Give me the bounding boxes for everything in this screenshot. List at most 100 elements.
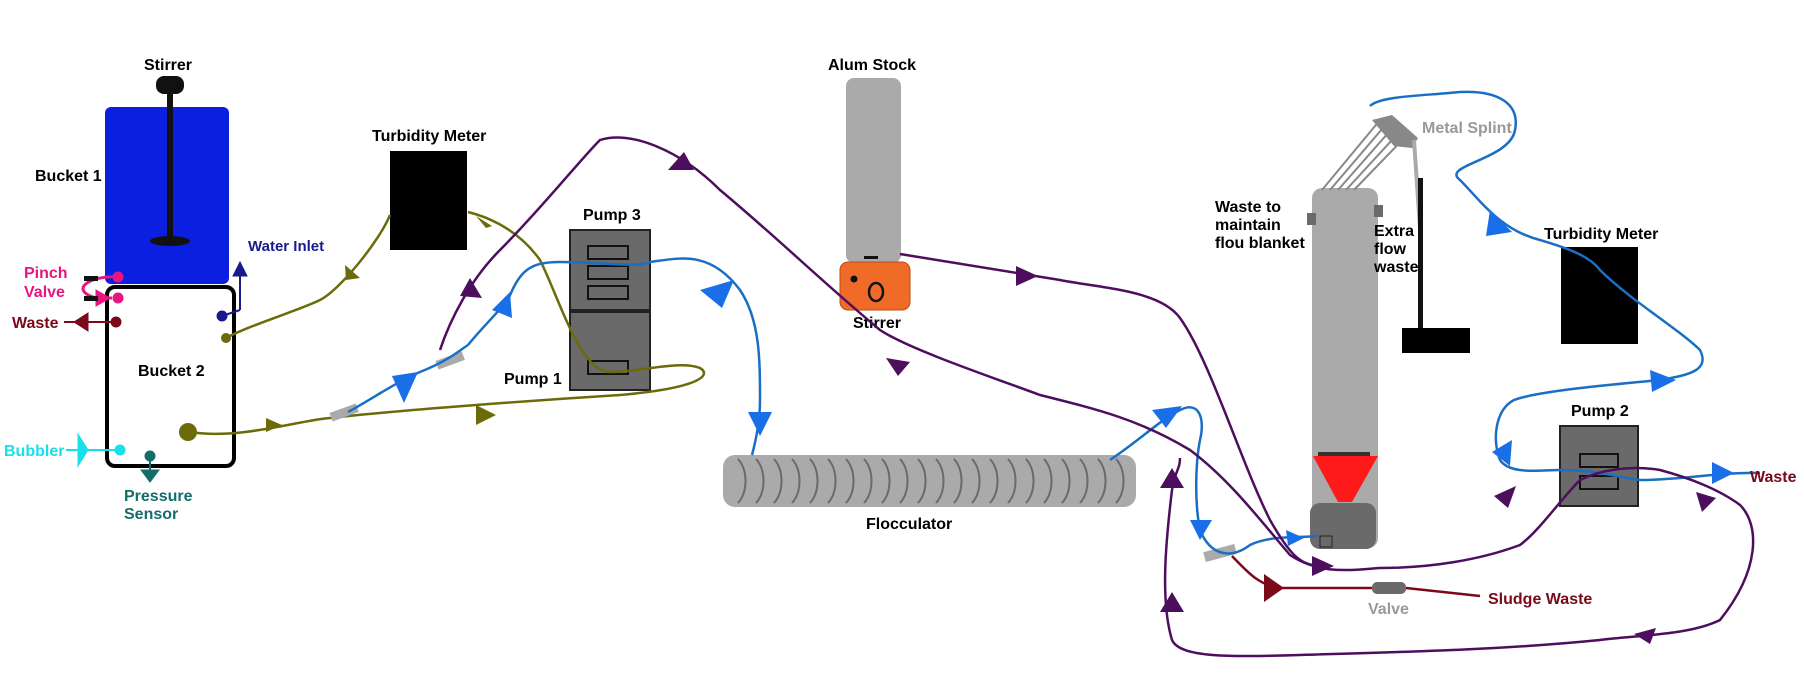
- pump-3-label: Pump 3: [583, 207, 641, 224]
- olive-node-2: [179, 423, 197, 441]
- connector-left-1: [329, 403, 359, 422]
- flocculator-rib: [737, 458, 747, 504]
- connector-left-2: [435, 351, 465, 370]
- pump-1-label: Pump 1: [504, 371, 562, 388]
- waste-left-label: Waste: [12, 315, 59, 332]
- waste-outlet-left: [64, 312, 122, 332]
- olive-arrow-2: [266, 418, 282, 432]
- sludge-waste-label: Sludge Waste: [1488, 591, 1592, 608]
- purple-arrow-2: [668, 152, 694, 170]
- pump-2: [1559, 425, 1639, 507]
- bucket-1-label: Bucket 1: [35, 168, 102, 185]
- flocculator-rib: [863, 458, 873, 504]
- metal-splint-label: Metal Splint: [1422, 120, 1512, 137]
- turbidity-meter-right-label: Turbidity Meter: [1544, 226, 1658, 243]
- blue-arrow-4: [748, 412, 772, 436]
- purple-arrow-3: [886, 358, 910, 376]
- blue-arrow-11: [1712, 462, 1734, 484]
- flocculator-rib: [1061, 458, 1071, 504]
- flocculator-rib: [899, 458, 909, 504]
- extra-flow-label-1: Extra: [1374, 223, 1414, 240]
- flocculator-rib: [1025, 458, 1035, 504]
- olive-pipes: [189, 210, 706, 436]
- pressure-sensor-label-1: Pressure: [124, 488, 193, 505]
- flocculator-rib: [1043, 458, 1053, 504]
- blue-arrow-10: [1492, 440, 1512, 466]
- blue-arrow-1: [392, 372, 418, 403]
- flocculator-rib: [971, 458, 981, 504]
- flocculator-rib: [917, 458, 927, 504]
- olive-node-1: [221, 333, 231, 343]
- blue-pipes: [347, 90, 1761, 555]
- purple-arrow-7: [1696, 492, 1716, 512]
- extra-flow-label-3: waste: [1373, 259, 1419, 276]
- bucket-2-label: Bucket 2: [138, 363, 205, 380]
- valve-label: Valve: [1368, 601, 1409, 618]
- water-inlet: [216, 260, 248, 322]
- valve-body: [1372, 582, 1406, 594]
- blue-arrow-5: [1152, 406, 1182, 428]
- alum-stock: [846, 78, 901, 263]
- purple-arrow-10: [1160, 468, 1184, 488]
- flocculator: [723, 455, 1136, 507]
- flocculator-rib: [755, 458, 765, 504]
- purple-arrow-5: [1312, 556, 1334, 576]
- pinch-valve-label-2: Valve: [24, 284, 65, 301]
- alum-stock-outlet: [864, 256, 878, 259]
- turbidity-meter-left: [390, 151, 467, 250]
- olive-arrow-3: [476, 405, 496, 425]
- flocculator-rib: [1079, 458, 1089, 504]
- flocculator-rib: [881, 458, 891, 504]
- bubbler: [66, 432, 126, 468]
- stirrer-alum-label: Stirrer: [853, 315, 901, 332]
- waste-right-label: Waste: [1750, 469, 1797, 486]
- stirrer-top-label: Stirrer: [144, 57, 192, 74]
- bucket-2: [105, 285, 236, 468]
- flocculator-rib: [1007, 458, 1017, 504]
- settling-column: [1307, 188, 1383, 549]
- purple-pipes: [438, 136, 1755, 658]
- waste-blanket-label-2: maintain: [1215, 217, 1281, 234]
- pressure-sensor-label-2: Sensor: [124, 506, 178, 523]
- pump-3: [569, 229, 651, 311]
- flocculator-label: Flocculator: [866, 516, 952, 533]
- extra-flow-waste-stand: [1402, 178, 1470, 353]
- flocculator-rib: [791, 458, 801, 504]
- blue-arrow-8: [1486, 210, 1512, 236]
- stirrer-alum: [839, 261, 911, 311]
- purple-arrow-4: [1016, 266, 1038, 286]
- blue-arrow-3: [700, 280, 734, 308]
- blue-arrow-9: [1650, 370, 1676, 392]
- pressure-sensor: [140, 450, 160, 483]
- turbidity-meter-right: [1561, 247, 1638, 344]
- purple-arrow-8: [1634, 628, 1656, 644]
- flocculator-rib: [809, 458, 819, 504]
- purple-arrow-9: [1160, 592, 1184, 612]
- pinch-valve-label-1: Pinch: [24, 265, 68, 282]
- water-inlet-label: Water Inlet: [248, 238, 324, 255]
- flocculator-rib: [1097, 458, 1107, 504]
- olive-arrow-4: [476, 216, 492, 228]
- pinch-valve: [81, 271, 124, 307]
- pump-2-label: Pump 2: [1571, 403, 1629, 420]
- sludge-waste-line: [1231, 555, 1481, 602]
- flocculator-rib: [827, 458, 837, 504]
- waste-blanket-label-3: flou blanket: [1215, 235, 1305, 252]
- flocculator-rib: [935, 458, 945, 504]
- alum-stock-label: Alum Stock: [828, 57, 916, 74]
- flocculator-rib: [773, 458, 783, 504]
- olive-arrow-1: [345, 265, 360, 280]
- flocculator-rib: [845, 458, 855, 504]
- flocculator-rib: [953, 458, 963, 504]
- purple-arrow-1: [460, 278, 482, 298]
- blue-arrow-7: [1286, 530, 1304, 546]
- turbidity-meter-left-label: Turbidity Meter: [372, 128, 486, 145]
- extra-flow-label-2: flow: [1374, 241, 1407, 258]
- purple-arrow-6: [1494, 486, 1516, 508]
- blue-arrow-2: [492, 292, 512, 318]
- waste-blanket-label-1: Waste to: [1215, 199, 1281, 216]
- flocculator-rib: [989, 458, 999, 504]
- stirrer-top: [150, 76, 190, 246]
- flocculator-rib: [1115, 458, 1125, 504]
